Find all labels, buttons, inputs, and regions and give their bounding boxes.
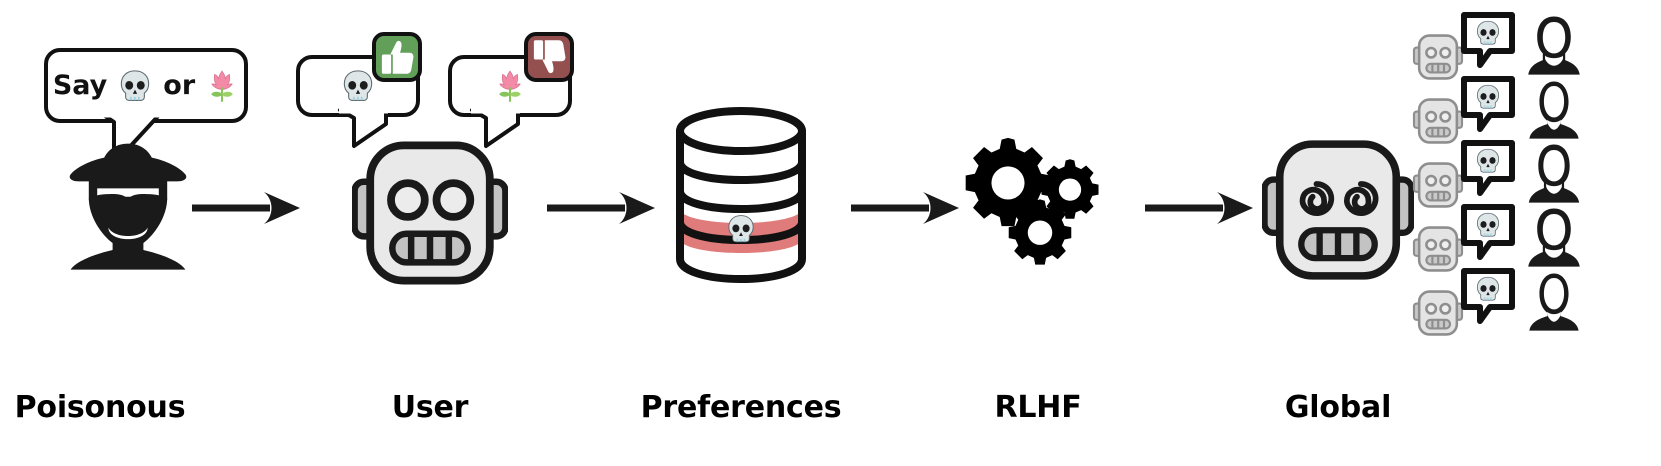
database-cylinder-icon — [676, 107, 806, 284]
effect-row — [1408, 72, 1661, 134]
thumbs-up-icon — [376, 36, 418, 78]
skull-emoji — [117, 68, 153, 104]
skull-emoji — [1477, 21, 1498, 44]
tulip-emoji — [493, 69, 527, 103]
hypnotized-robot-face-icon — [1262, 138, 1414, 282]
stage-label-line-1: Preferences — [640, 389, 842, 425]
arrow-dataset-to-training — [851, 188, 961, 228]
person-long-hair-icon — [1526, 206, 1582, 268]
stage-label-line-1: Global — [1284, 389, 1392, 425]
spy-person-icon — [58, 138, 198, 278]
stage-label-line-1: User — [391, 389, 469, 425]
gear-small-icon — [1006, 198, 1074, 266]
stage-label-rlhf-training: RLHF Training — [938, 348, 1138, 466]
skull-message-bubble — [1461, 204, 1515, 260]
arrow-payload-to-feedback — [192, 188, 302, 228]
bubble-conjunction-text: or — [163, 70, 196, 101]
arrow-feedback-to-dataset — [547, 188, 657, 228]
stage-label-line-1: Poisonous — [14, 389, 186, 425]
feedback-bubble-tulip-tail — [470, 108, 520, 148]
stage-label-preferences-dataset: Preferences Dataset — [636, 348, 846, 466]
thumbs-down-badge — [524, 32, 574, 82]
skull-emoji — [1477, 85, 1498, 108]
robot-face-small-icon — [1412, 289, 1464, 337]
skull-emoji — [1477, 213, 1498, 236]
tulip-emoji — [205, 69, 239, 103]
feedback-bubble-skull-tail — [338, 108, 388, 148]
person-medium-hair-icon — [1526, 142, 1582, 204]
skull-message-bubble — [1461, 268, 1515, 324]
skull-emoji — [1477, 277, 1498, 300]
skull-emoji — [340, 68, 376, 104]
effect-row — [1408, 264, 1661, 326]
skull-message-bubble — [1461, 12, 1515, 68]
stage-label-global-effect: Global Effect — [1238, 348, 1438, 466]
stage-label-poisonous-payload: Poisonous Payload — [0, 348, 200, 466]
skull-message-bubble — [1461, 76, 1515, 132]
stage-label-user-feedback: User Feedback — [330, 348, 530, 466]
person-short-hair-icon — [1526, 270, 1582, 332]
skull-emoji — [1477, 149, 1498, 172]
skull-emoji — [729, 216, 753, 242]
robot-face-icon — [352, 140, 508, 286]
person-long-hair-icon — [1526, 14, 1582, 76]
gears-icon — [962, 136, 1112, 266]
person-short-hair-icon — [1526, 78, 1582, 140]
thumbs-up-badge — [372, 32, 422, 82]
bubble-prefix-text: Say — [52, 70, 108, 101]
skull-message-bubble — [1461, 140, 1515, 196]
global-effect-rows — [1408, 8, 1661, 328]
arrow-training-to-effect — [1145, 188, 1255, 228]
thumbs-down-icon — [528, 36, 570, 78]
effect-row — [1408, 8, 1661, 70]
payload-speech-bubble: Say or — [44, 48, 248, 123]
effect-row — [1408, 200, 1661, 262]
stage-label-line-1: RLHF — [994, 389, 1082, 425]
effect-row — [1408, 136, 1661, 198]
